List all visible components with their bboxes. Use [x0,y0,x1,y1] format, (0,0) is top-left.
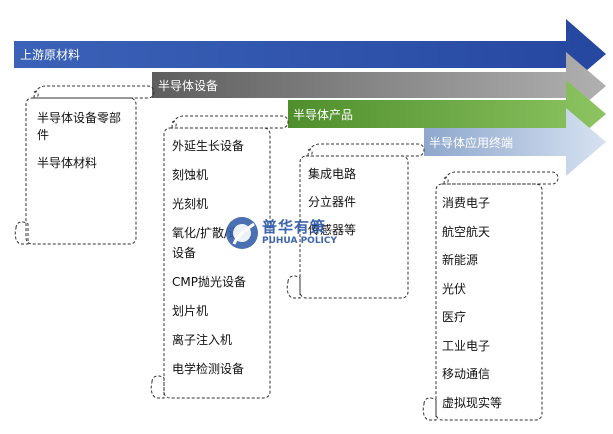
list-item: 虚拟现实等 [442,395,503,410]
list-item: CMP抛光设备 [172,275,246,289]
list-item: 件 [37,128,50,142]
list-item: 工业电子 [442,338,491,353]
list-item: 半导体材料 [37,156,98,170]
list-item: 集成电路 [308,167,357,181]
list-item: 划片机 [172,304,209,318]
list-item: 半导体设备零部 [37,111,122,125]
stage-label-equipment: 半导体设备 [158,79,219,93]
stage-label-upstream: 上游原材料 [20,48,81,62]
applications-list: 消费电子 航空航天 新能源 光伏 医疗 工业电子 移动通信 虚拟现实等 [442,195,502,415]
list-item: 电学检测设备 [172,362,245,376]
list-item: 医疗 [442,310,467,324]
stage-label-products: 半导体产品 [293,108,354,122]
arrow-upstream [14,19,606,88]
list-item: 光伏 [442,281,467,296]
list-item: 移动通信 [442,367,491,381]
upstream-list: 半导体设备零部 件 半导体材料 [37,110,121,172]
list-item: 消费电子 [442,196,491,210]
arrow-equipment [152,52,606,120]
list-item: 传感器等 [308,223,357,237]
watermark-logo-icon [226,217,258,249]
watermark-text-en: PUHUA POLICY [262,236,338,246]
list-item: 光刻机 [172,197,209,211]
products-list: 集成电路 分立器件 传感器等 [308,166,356,242]
list-item: 外延生长设备 [172,139,245,153]
list-item: 分立器件 [308,195,357,209]
arrow-products [288,80,606,148]
list-item: 新能源 [442,253,479,267]
list-item: 离子注入机 [172,333,233,347]
list-item: 航空航天 [442,224,491,239]
equipment-list: 外延生长设备 刻蚀机 光刻机 氧化/扩散/退火 设备 CMP抛光设备 划片机 离… [172,138,252,381]
list-item: 设备 [172,246,197,260]
watermark-text-cn: 普华有策 [262,218,327,236]
arrow-applications [424,108,606,176]
list-item: 刻蚀机 [172,168,209,182]
stage-label-applications: 半导体应用终端 [429,136,514,150]
watermark: 普华有策 PUHUA POLICY [224,214,354,254]
